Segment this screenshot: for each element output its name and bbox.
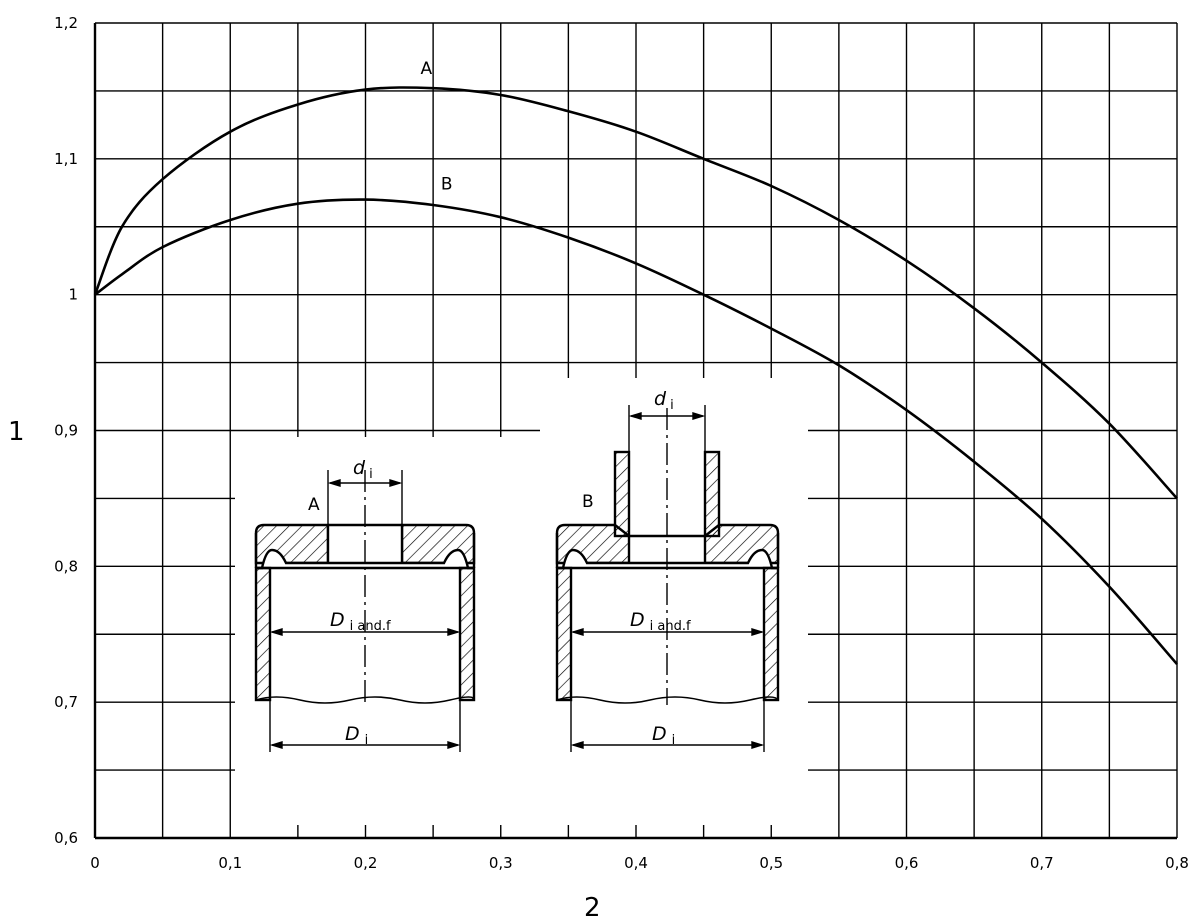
y-tick-label: 0,6 xyxy=(54,829,78,847)
series-line-a xyxy=(93,86,1178,500)
tick-labels: 0 0,1 0,2 0,3 0,4 0,5 0,6 0,7 0,8 0,6 0,7 0,8 0,9 1 1,… xyxy=(54,14,1189,872)
y-tick-label: 0,8 xyxy=(54,557,78,575)
x-tick-label: 0,1 xyxy=(218,854,242,872)
series-line-b xyxy=(94,198,1178,665)
y-axis-label: 1 xyxy=(8,417,25,447)
y-tick-label: 0,7 xyxy=(54,693,78,711)
inset-diagram-a xyxy=(254,523,476,704)
y-tick-label: 1 xyxy=(68,286,78,304)
x-tick-label: 0,3 xyxy=(489,854,513,872)
inset-b-dimensions xyxy=(570,405,765,752)
y-tick-label: 1,2 xyxy=(54,14,78,32)
axes xyxy=(93,23,1177,840)
x-tick-label: 0,5 xyxy=(759,854,783,872)
x-tick-label: 0 xyxy=(90,854,100,872)
x-tick-label: 0,7 xyxy=(1030,854,1054,872)
inset-mask-a xyxy=(235,437,545,825)
y-tick-label: 0,9 xyxy=(54,422,78,440)
y-tick-label: 1,1 xyxy=(54,150,78,168)
x-axis-label: 2 xyxy=(584,893,601,922)
x-tick-label: 0,4 xyxy=(624,854,648,872)
series-label-b: B xyxy=(441,175,453,195)
inset-b-label: B xyxy=(582,492,594,512)
series-label-a: A xyxy=(421,59,433,79)
inset-a-dimensions xyxy=(269,470,461,752)
inset-a-label: A xyxy=(308,495,320,515)
x-tick-label: 0,6 xyxy=(895,854,919,872)
inset-diagram-b xyxy=(555,450,780,704)
x-tick-label: 0,8 xyxy=(1165,854,1189,872)
x-tick-label: 0,2 xyxy=(354,854,378,872)
series-group: AB xyxy=(93,59,1178,665)
